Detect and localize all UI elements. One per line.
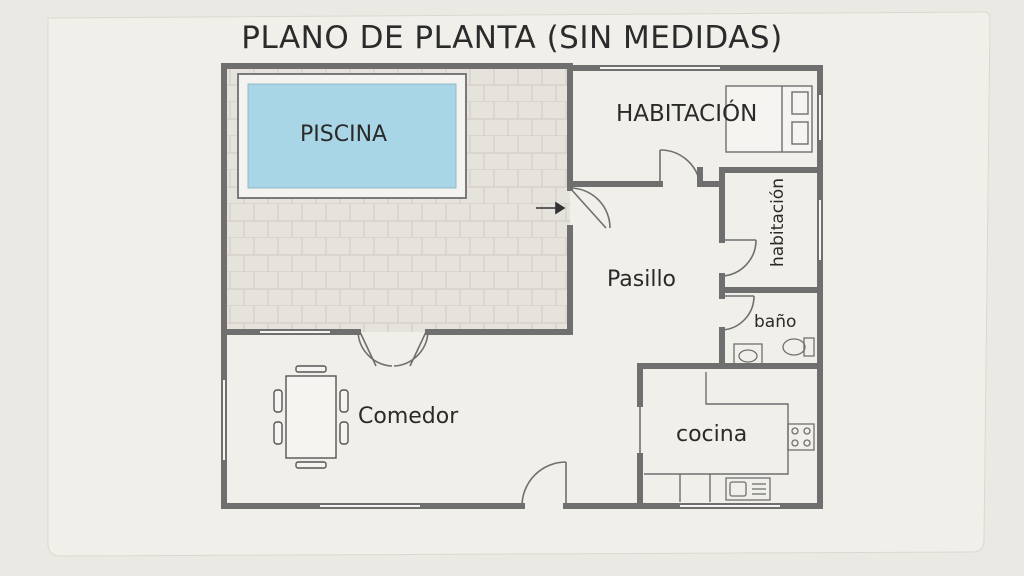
pool-water <box>247 83 457 189</box>
toilet-icon <box>782 337 815 357</box>
room-label-habitacion: habitación <box>768 178 788 268</box>
door-swing <box>569 187 611 229</box>
door-swing <box>521 461 567 507</box>
door-leaf <box>569 187 607 229</box>
dining-table-icon <box>273 365 349 469</box>
room-label-bano: baño <box>754 312 797 332</box>
room-label-comedor: Comedor <box>358 404 459 429</box>
door-swing <box>393 331 429 367</box>
room-label-cocina: cocina <box>676 422 748 447</box>
bed-icon <box>725 85 813 153</box>
door-swing <box>659 149 701 185</box>
kitchen-counter <box>644 372 789 502</box>
room-label-habitacion-principal: HABITACIÓN <box>616 101 758 127</box>
sink-icon <box>725 477 771 501</box>
door-swing <box>721 295 755 331</box>
washbasin-icon <box>733 343 763 365</box>
room-label-piscina: PISCINA <box>300 122 388 147</box>
entry-arrow-icon <box>536 201 566 215</box>
door-swing <box>357 331 393 367</box>
door-swing <box>721 239 757 277</box>
room-label-pasillo: Pasillo <box>607 267 677 292</box>
plan-title: PLANO DE PLANTA (SIN MEDIDAS) <box>241 20 783 56</box>
stove-icon <box>787 423 815 451</box>
